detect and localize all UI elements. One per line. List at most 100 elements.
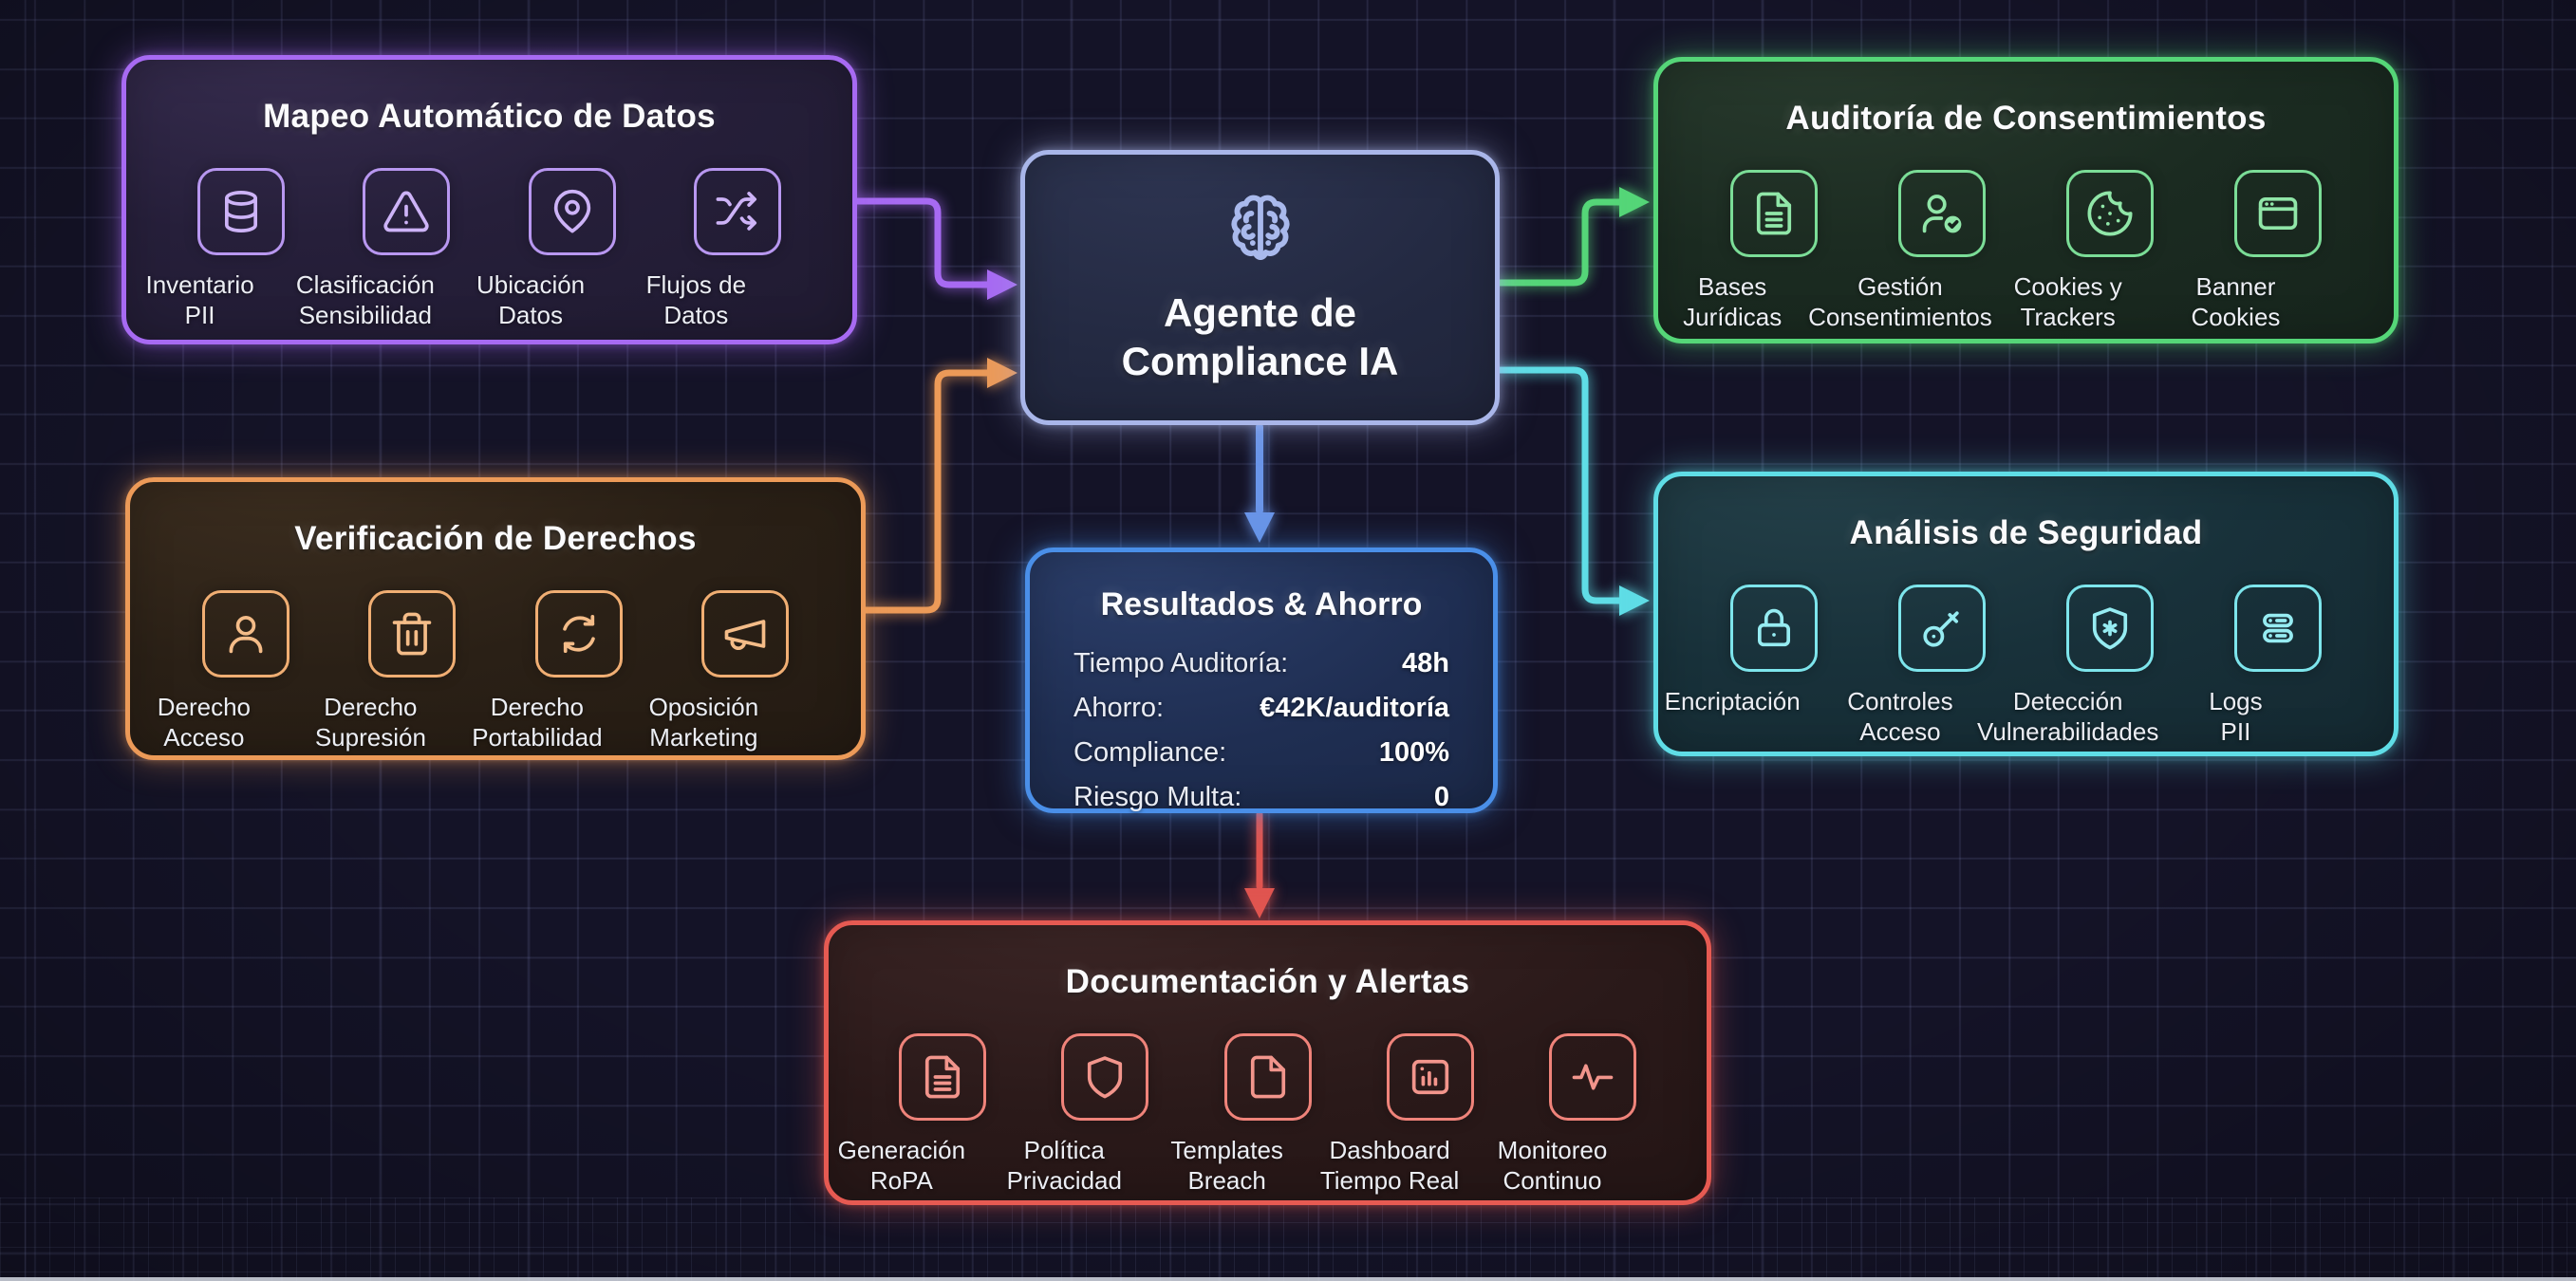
panel-title: Mapeo Automático de Datos [263,98,716,135]
result-row: Tiempo Auditoría: 48h [1073,648,1449,679]
result-value: €42K/auditoría [1260,693,1449,723]
user-icon [229,616,263,654]
results-content: Resultados & Ahorro Tiempo Auditoría: 48… [1030,552,1493,826]
feature-label: Flujos de Datos [645,270,747,330]
icon-tile [1730,170,1819,257]
feature-label: Derecho Supresión [314,693,426,752]
feature-label: Ubicación Datos [476,270,586,330]
feature-label: Banner Cookies [2191,272,2281,332]
feature-gestion-consentimientos: Gestión Consentimientos [1808,170,2026,332]
feature-templates-breach: Templates Breach [1170,1033,1349,1196]
browser-window-icon [2258,196,2297,231]
panel-agente-compliance-ia: Agente de Compliance IA [1020,150,1500,425]
icon-tile [197,168,286,255]
feature-derecho-portabilidad: Derecho Portabilidad [472,590,663,752]
feature-controles-acceso: Controles Acceso [1847,585,2026,747]
dashboard-icon [1411,1059,1449,1095]
icon-tile [368,590,457,678]
feature-label: Controles Acceso [1847,687,1953,747]
icon-tile [534,590,623,678]
activity-icon [1572,1064,1614,1090]
file-text-icon [924,1055,960,1099]
file-icon [1250,1055,1285,1099]
icon-tile [1061,1033,1149,1121]
tile-row: Encriptación Controles Acceso [1658,585,2394,747]
file-text-icon [1757,192,1792,235]
results-title: Resultados & Ahorro [1100,586,1423,622]
panel-title: Verificación de Derechos [294,520,697,557]
icon-tile [1223,1033,1312,1121]
panel-analisis-seguridad: Análisis de Seguridad Encriptación [1653,472,2399,756]
feature-encriptacion: Encriptación [1665,585,1858,747]
result-label: Tiempo Auditoría: [1073,648,1289,678]
feature-bases-juridicas: Bases Jurídicas [1683,170,1858,332]
map-pin-icon [553,189,590,233]
panel-mapeo-automatico-datos: Mapeo Automático de Datos Inventario PII [121,55,857,344]
result-value: 48h [1402,648,1449,678]
feature-label: Gestión Consentimientos [1808,272,1992,332]
feature-politica-privacidad: Política Privacidad [1007,1033,1185,1196]
logs-icon [2262,613,2293,643]
lock-icon [1758,608,1791,647]
icon-tile [1549,1033,1637,1121]
database-icon [225,191,258,232]
shuffle-icon [716,192,756,231]
icon-tile [1386,1033,1474,1121]
result-value: 0 [1433,782,1449,812]
icon-tile [528,168,616,255]
tile-row: Inventario PII Clasificación Sensibilida… [126,168,852,330]
feature-label: Oposición Marketing [648,693,759,752]
result-value: 100% [1378,737,1449,768]
feature-banner-cookies: Banner Cookies [2191,170,2361,332]
brain-icon [1230,195,1290,260]
panel-title: Documentación y Alertas [1065,963,1470,1000]
shield-virus-icon [2092,607,2127,650]
panel-title: Auditoría de Consentimientos [1785,100,2267,137]
feature-label: Generación RoPA [837,1136,966,1196]
icon-tile [701,590,790,678]
icon-tile [1730,585,1819,672]
agent-content: Agente de Compliance IA [1025,155,1495,420]
feature-label: Monitoreo Continuo [1497,1136,1608,1196]
result-label: Compliance: [1073,737,1227,768]
panel-title: Análisis de Seguridad [1849,514,2203,551]
panel-auditoria-consentimientos: Auditoría de Consentimientos Bases Juríd… [1653,57,2399,343]
feature-label: Clasificación Sensibilidad [295,270,435,330]
feature-logs-pii: Logs PII [2193,585,2361,747]
feature-label: Logs PII [2209,687,2263,747]
icon-tile [201,590,289,678]
feature-label: Dashboard Tiempo Real [1319,1136,1460,1196]
tile-row: Generación RoPA Política Privacidad T [829,1033,1707,1196]
tile-row: Bases Jurídicas Gestión Consentimientos [1658,170,2394,332]
cookie-icon [2087,191,2133,236]
feature-flujos-datos: Flujos de Datos [646,168,820,330]
result-row: Compliance: 100% [1073,737,1449,769]
icon-tile [898,1033,986,1121]
icon-tile [2233,585,2322,672]
icon-tile [2065,170,2154,257]
feature-dashboard-tiempo-real: Dashboard Tiempo Real [1320,1033,1511,1196]
feature-label: Templates Breach [1170,1136,1283,1196]
icon-tile [1898,170,1987,257]
icon-tile [693,168,781,255]
result-row: Riesgo Multa: 0 [1073,782,1449,813]
agent-title: Agente de Compliance IA [1121,289,1399,383]
feature-monitoreo-continuo: Monitoreo Continuo [1498,1033,1674,1196]
alert-triangle-icon [383,191,429,232]
result-label: Riesgo Multa: [1073,782,1242,812]
tile-row: Derecho Acceso Derecho Supresión [130,590,861,752]
icon-tile [1898,585,1987,672]
trash-icon [392,612,432,656]
shield-icon [1088,1056,1123,1099]
feature-label: Inventario PII [145,270,254,330]
feature-label: Política Privacidad [1006,1136,1122,1196]
screen-bottom-edge [0,1277,2576,1281]
result-row: Ahorro: €42K/auditoría [1073,693,1449,724]
feature-label: Derecho Portabilidad [472,693,603,752]
feature-generacion-ropa: Generación RoPA [838,1033,1023,1196]
icon-tile [2233,170,2322,257]
panel-resultados-ahorro: Resultados & Ahorro Tiempo Auditoría: 48… [1025,548,1498,813]
feature-deteccion-vulnerabilidades: Detección Vulnerabilidades [1977,585,2194,747]
transfer-loop-icon [562,614,595,654]
